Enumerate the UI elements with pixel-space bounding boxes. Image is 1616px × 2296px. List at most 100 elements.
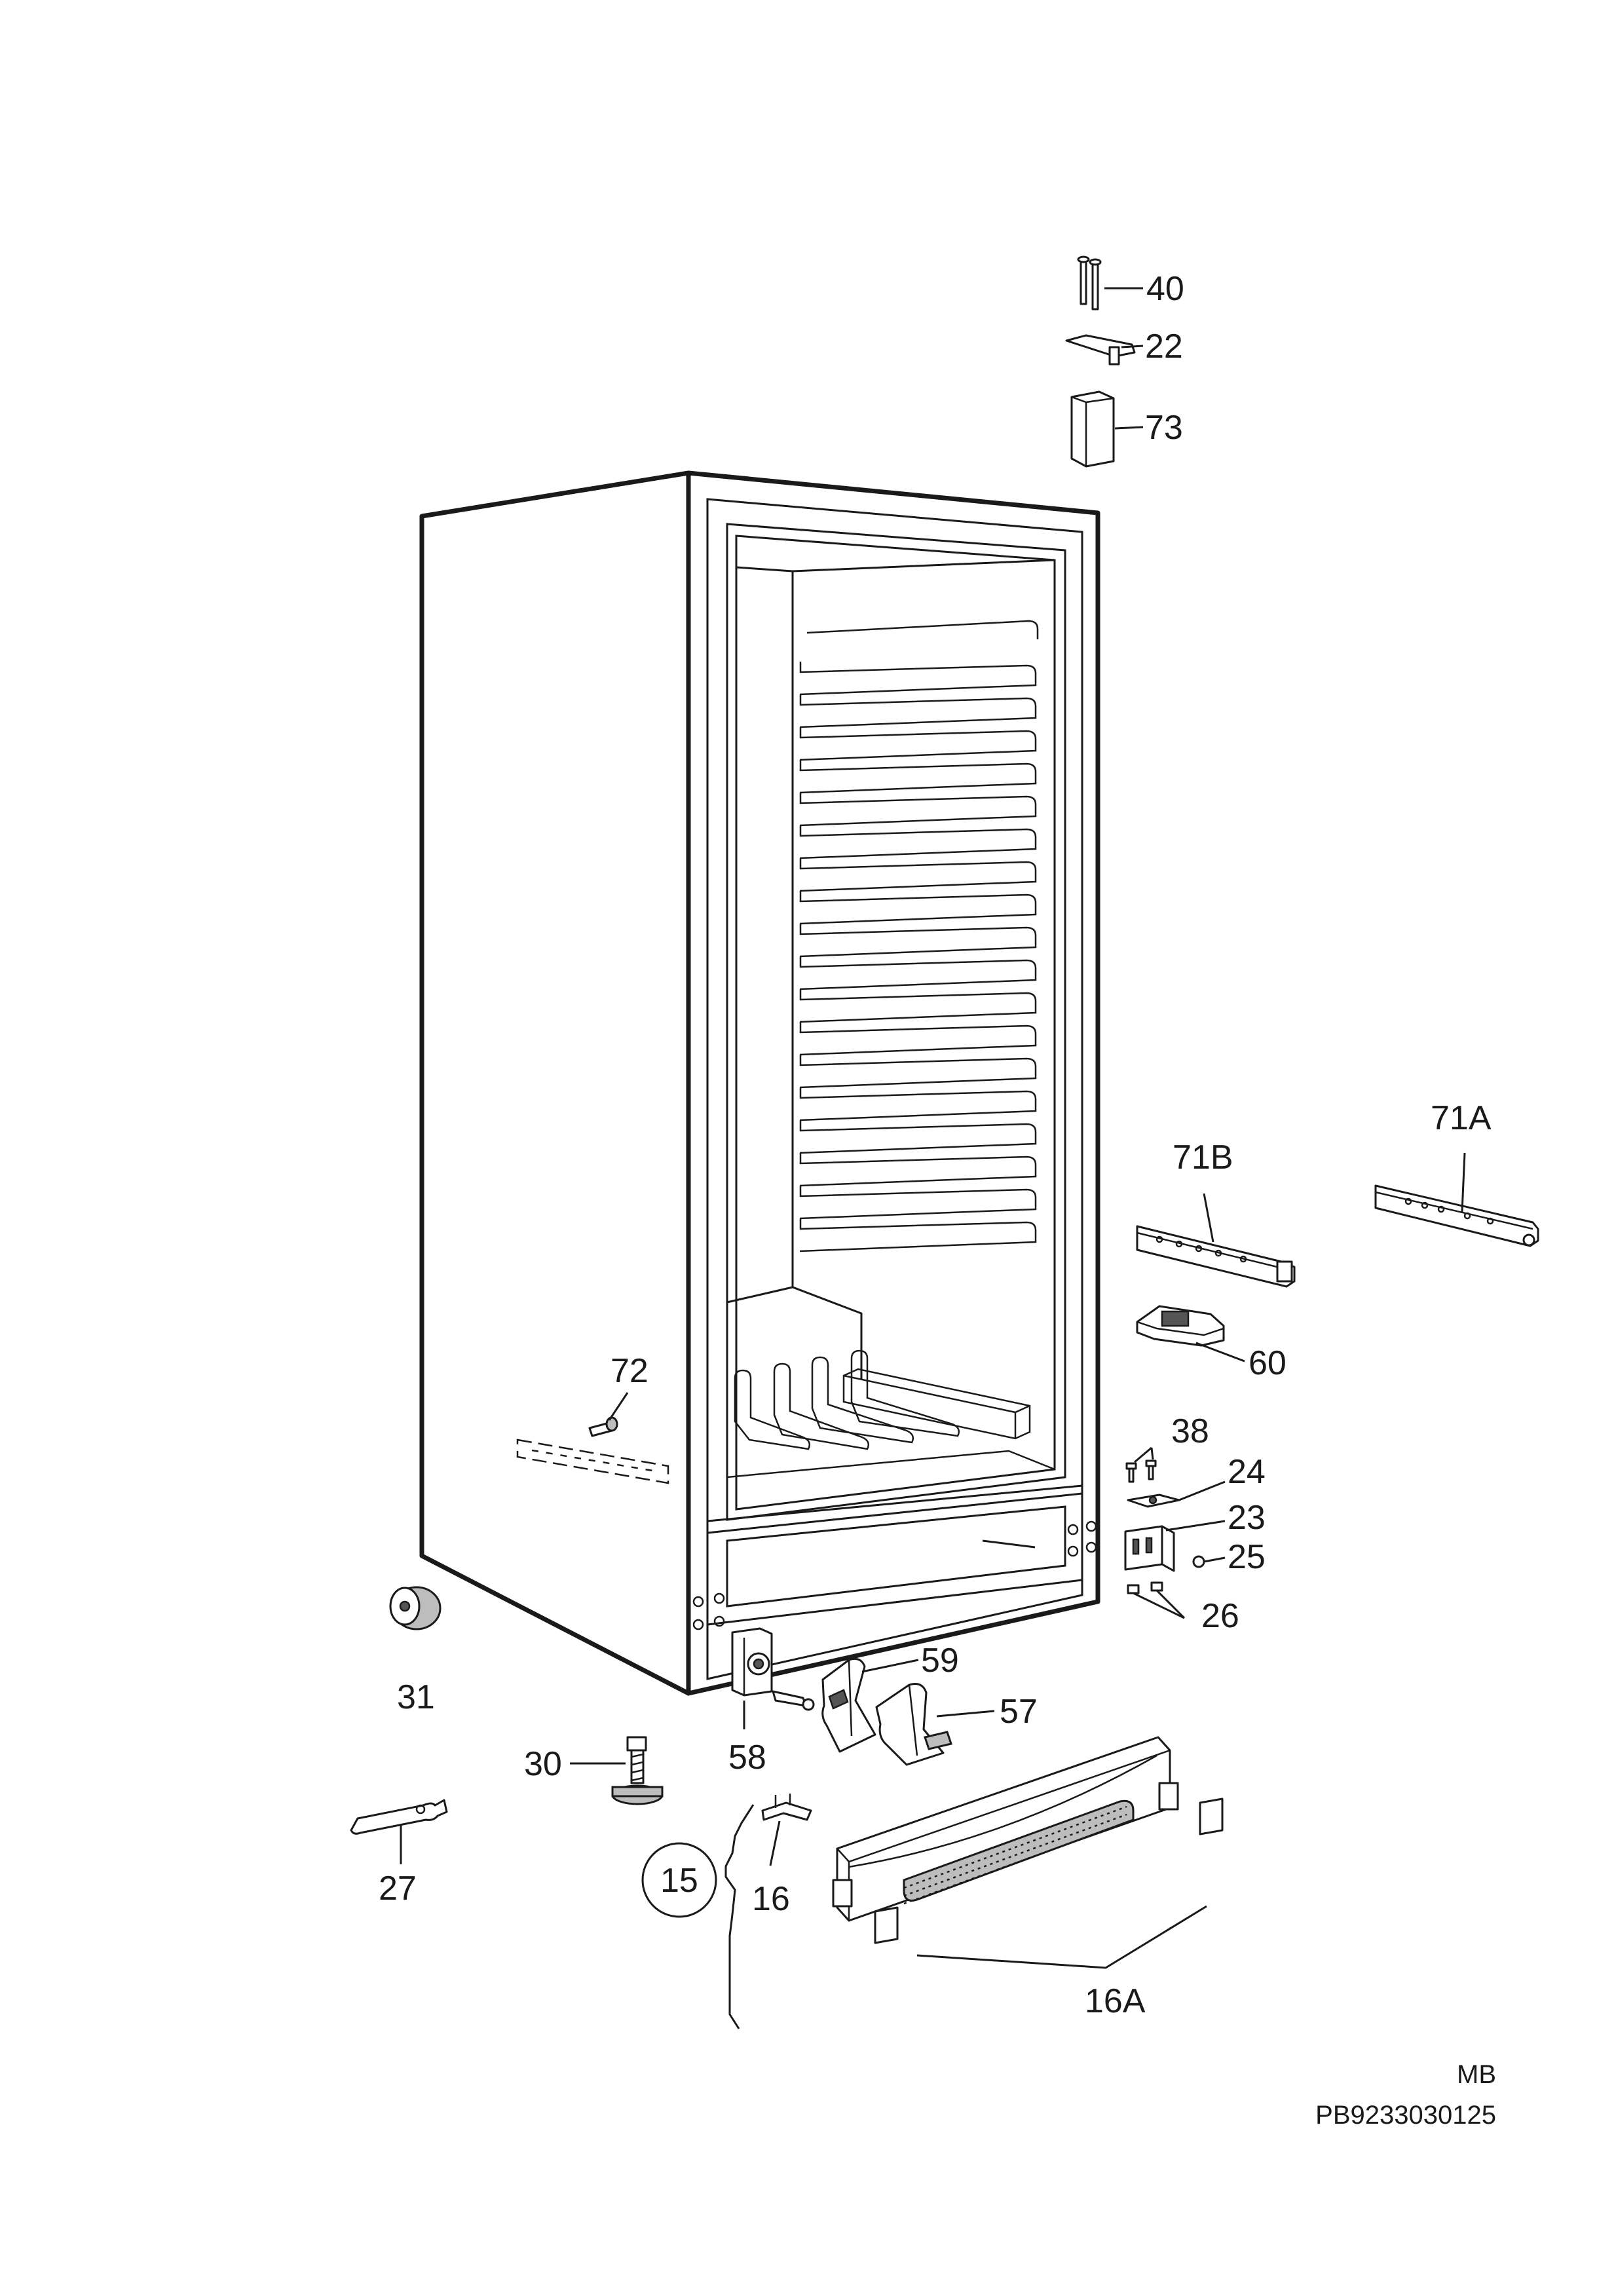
crate-edge	[1015, 1404, 1030, 1414]
wrench-hole	[415, 1804, 426, 1815]
rail-body	[1136, 1225, 1296, 1288]
hinge-bolt	[772, 1690, 807, 1707]
callout-16: 16	[752, 1880, 790, 1918]
diagram-footer: MB PB9233030125	[1315, 2060, 1496, 2130]
leader-60	[1195, 1342, 1245, 1363]
variant-code: MB	[1457, 2060, 1496, 2089]
hole	[692, 1596, 704, 1608]
inner-ceiling-line	[736, 559, 1055, 573]
callout-26: 26	[1201, 1597, 1239, 1635]
callout-15: 15	[660, 1862, 698, 1900]
diagram-reference-code: PB9233030125	[1315, 2101, 1496, 2130]
hinge-boss-hole	[753, 1658, 764, 1670]
hole	[1067, 1545, 1079, 1557]
callout-23: 23	[1228, 1499, 1266, 1537]
hole	[1067, 1524, 1079, 1535]
shelf-ridge	[799, 1055, 1037, 1089]
rail-body	[1374, 1184, 1539, 1247]
rail-holes	[1156, 1235, 1247, 1263]
floor-racks	[726, 1349, 1055, 1478]
cover-shell	[821, 1657, 876, 1753]
leader-25	[1203, 1556, 1226, 1563]
crate-edge	[843, 1374, 1016, 1414]
callout-15-circle	[641, 1842, 717, 1918]
part-73-hinge-cover	[1070, 390, 1115, 468]
thread-lines	[631, 1753, 644, 1782]
plinth-curve	[848, 1754, 1157, 1868]
part-25-pin	[1192, 1555, 1205, 1568]
leader-71B	[1203, 1193, 1214, 1243]
callout-31: 31	[397, 1678, 435, 1716]
shelf-supports	[799, 620, 1039, 1252]
cabinet-side-panel	[419, 470, 691, 1696]
shelf-ridge	[799, 825, 1037, 859]
plinth-slot	[1158, 1782, 1179, 1811]
cabinet	[419, 470, 1100, 1696]
callout-72: 72	[611, 1352, 648, 1390]
hole	[692, 1619, 704, 1630]
foot-nut	[626, 1736, 647, 1752]
hole	[1463, 1212, 1471, 1220]
shelf-ridge	[799, 1022, 1037, 1056]
rail-end-block	[1276, 1260, 1293, 1283]
bottom-divider	[707, 1492, 1083, 1534]
cover-edge	[1085, 397, 1114, 404]
shelf-ridge	[806, 620, 1039, 639]
hole	[1404, 1197, 1412, 1205]
plinth-end-cap	[874, 1906, 899, 1944]
part-30-adjustable-foot	[611, 1736, 664, 1805]
screw-shaft	[1080, 258, 1087, 305]
hinge-slot	[1145, 1537, 1153, 1554]
cover-recess	[828, 1689, 849, 1710]
leader-16A	[916, 1905, 1207, 1969]
cover-tab	[924, 1731, 952, 1750]
leader-22	[1121, 345, 1144, 348]
callout-58: 58	[728, 1739, 766, 1777]
hole	[1486, 1217, 1494, 1225]
leader-38b	[1150, 1447, 1154, 1460]
part-23-lower-hinge	[1124, 1525, 1175, 1572]
hinge-side	[1161, 1525, 1175, 1572]
inner-floor-ridge	[726, 1286, 863, 1379]
callout-27: 27	[379, 1870, 417, 1908]
shim-hole	[1148, 1496, 1157, 1505]
leader-26b	[1156, 1589, 1186, 1619]
hole	[713, 1615, 725, 1627]
shelf-ridge	[799, 1153, 1037, 1187]
callout-22: 22	[1145, 328, 1183, 366]
leader-57	[936, 1710, 995, 1718]
screw-head	[1077, 255, 1090, 263]
nut	[1127, 1584, 1140, 1594]
shelf-ridge	[799, 1186, 1037, 1220]
hole	[1195, 1245, 1203, 1252]
cap-center	[399, 1600, 411, 1612]
callout-30: 30	[524, 1745, 562, 1783]
screw-shaft	[1091, 261, 1099, 311]
part-72-screw	[588, 1416, 618, 1437]
part-71B-slide-rail	[1136, 1225, 1296, 1288]
leader-26a	[1133, 1592, 1185, 1619]
leader-24	[1178, 1480, 1226, 1501]
inner-liner-opening	[726, 523, 1066, 1521]
callout-38: 38	[1171, 1412, 1209, 1450]
screw-head	[1145, 1459, 1157, 1467]
callout-71A: 71A	[1431, 1099, 1492, 1137]
cabinet-front-frame	[686, 470, 1100, 1696]
hole	[1156, 1235, 1163, 1243]
part-27-wrench	[350, 1799, 448, 1835]
hinge-plate	[1124, 1525, 1163, 1571]
foot-thread	[630, 1749, 645, 1784]
cover-edge	[908, 1684, 918, 1756]
leader-23	[1165, 1520, 1226, 1532]
floor-front-edge	[726, 1450, 1055, 1478]
cover-edge	[1071, 396, 1087, 404]
clip-body	[761, 1801, 812, 1821]
part-22-top-hinge-plate	[1065, 334, 1136, 366]
callout-71B: 71B	[1173, 1139, 1233, 1176]
hinge-holes	[692, 1520, 1097, 1630]
front-frame-border	[706, 498, 1083, 1680]
hinge-pin	[1108, 346, 1120, 366]
hole	[1214, 1249, 1222, 1257]
